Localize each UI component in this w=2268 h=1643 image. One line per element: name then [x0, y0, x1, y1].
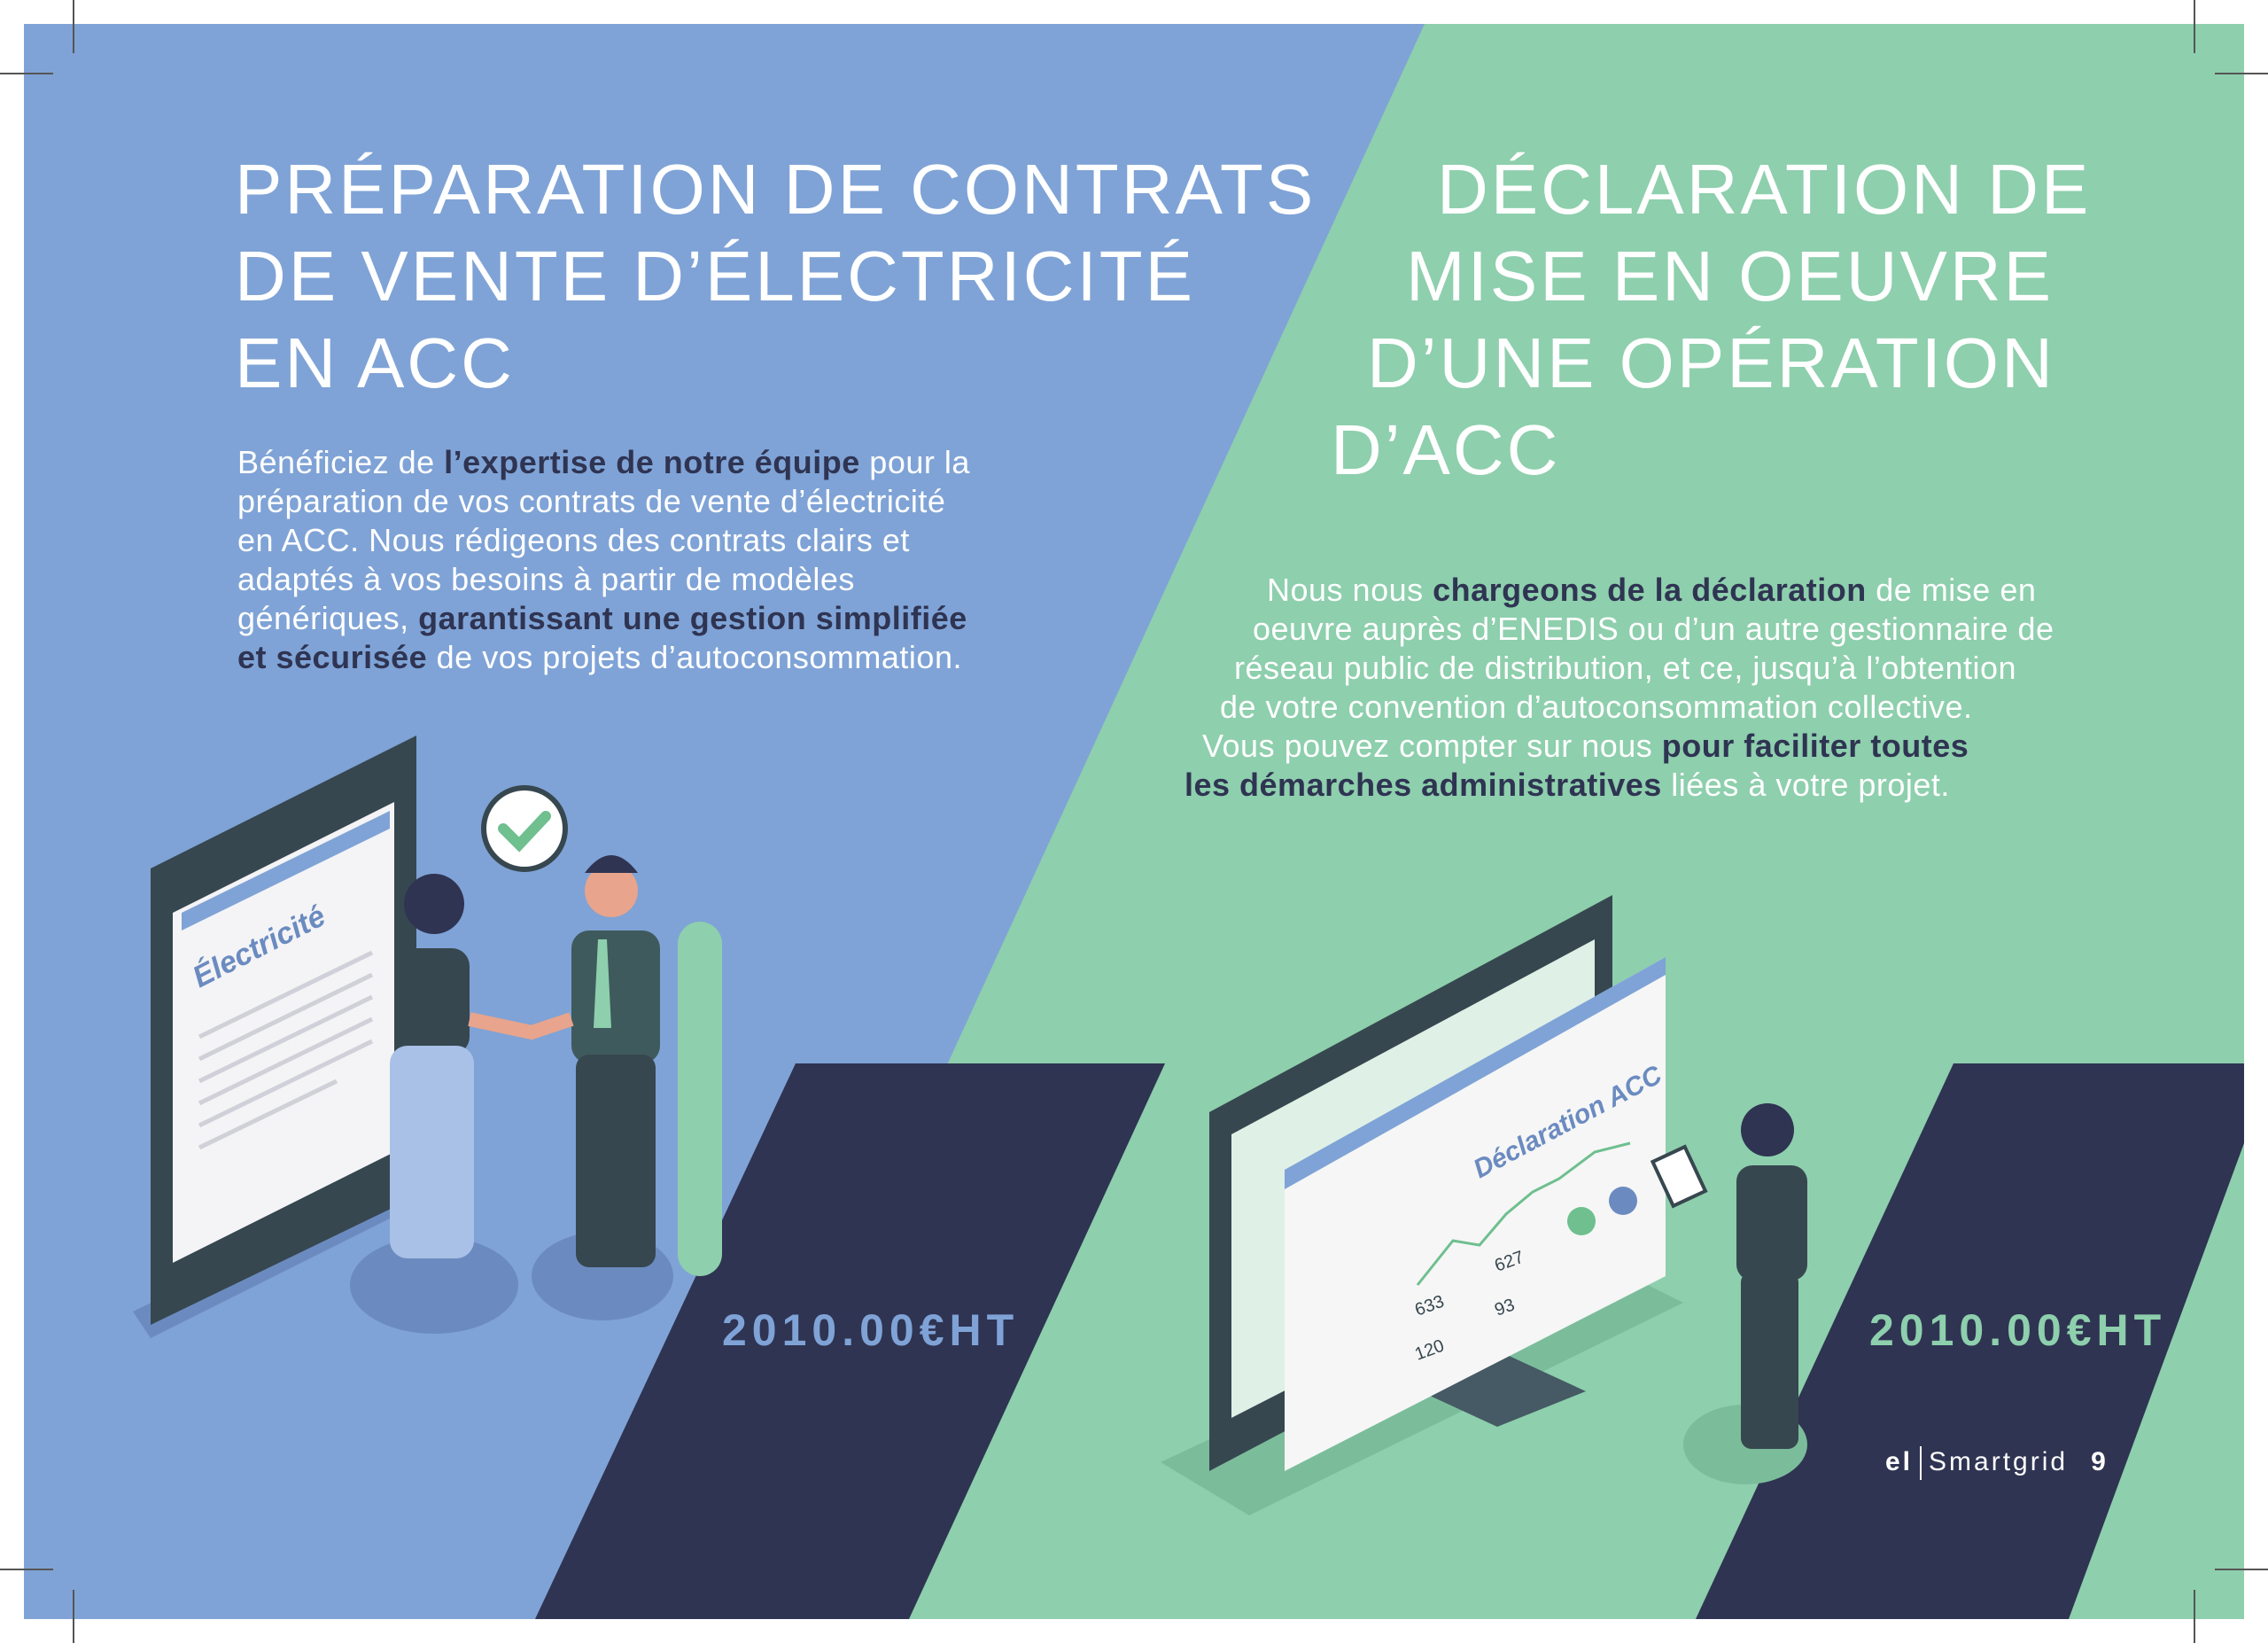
title-line: EN ACC: [235, 323, 515, 402]
title-line: MISE EN OEUVRE: [1406, 237, 2054, 315]
title-line: D’UNE OPÉRATION: [1367, 323, 2055, 402]
tablet-icon: [1650, 1144, 1708, 1209]
right-price-band: [1696, 1063, 2244, 1619]
title-line: D’ACC: [1331, 410, 1561, 489]
pen-icon: [678, 922, 722, 1276]
title-line: DÉCLARATION DE: [1437, 150, 2092, 229]
right-title: DÉCLARATION DE MISE EN OEUVRE D’UNE OPÉR…: [0, 146, 2268, 494]
dashboard-window: [1285, 957, 1666, 1471]
left-price: 2010.00€HT: [722, 1305, 1020, 1355]
footer: el Smartgrid 9: [1885, 1446, 2109, 1480]
title-line: PRÉPARATION DE CONTRATS: [235, 150, 1317, 229]
left-description: Bénéficiez de l’expertise de notre équip…: [237, 444, 970, 675]
page-number: 9: [2091, 1446, 2109, 1476]
checkmark-bubble-icon: [481, 785, 568, 872]
left-price-band: [535, 1063, 1165, 1619]
right-description: Nous nous chargeons de la déclaration de…: [1184, 572, 2054, 803]
title-line: DE VENTE D’ÉLECTRICITÉ: [235, 237, 1195, 315]
brand-divider: [1920, 1446, 1922, 1480]
brand-logo-el: el: [1885, 1446, 1914, 1476]
brand-logo-name: Smartgrid: [1929, 1446, 2069, 1476]
left-title: PRÉPARATION DE CONTRATS DE VENTE D’ÉLECT…: [235, 146, 1316, 407]
contract-page: [173, 802, 394, 1263]
right-price: 2010.00€HT: [1869, 1305, 2167, 1355]
